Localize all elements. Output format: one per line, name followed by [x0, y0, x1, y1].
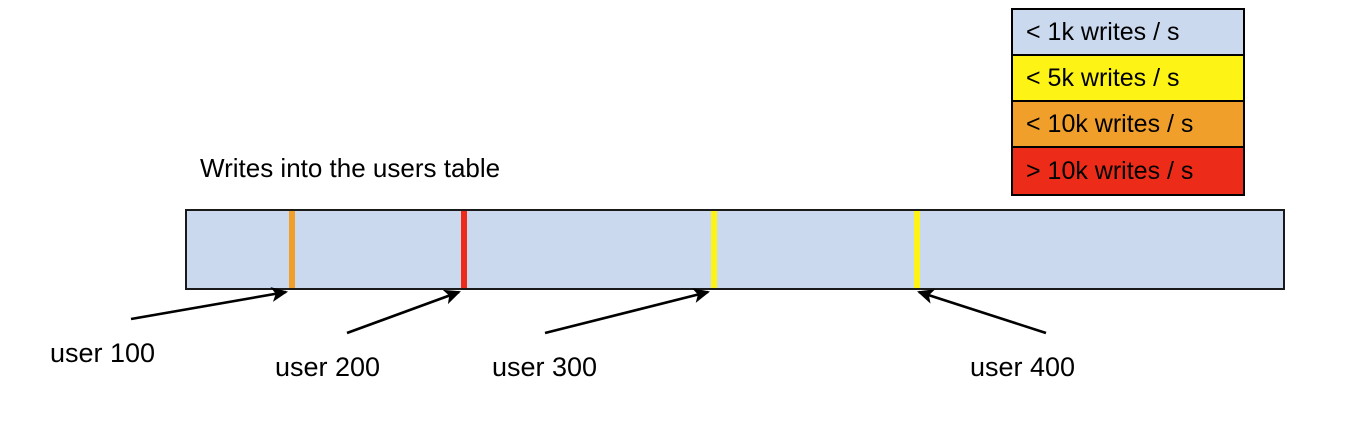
user-100-stripe — [289, 211, 295, 288]
legend-label-lt-1k: < 1k writes / s — [1026, 17, 1180, 46]
pointer-label-user-400: user 400 — [970, 352, 1076, 382]
legend-row-lt-5k: < 5k writes / s — [1013, 56, 1243, 102]
pointer-label-user-300: user 300 — [492, 352, 598, 382]
legend: < 1k writes / s < 5k writes / s < 10k wr… — [1011, 8, 1245, 196]
user-400-stripe — [914, 211, 920, 288]
legend-row-gt-10k: > 10k writes / s — [1013, 148, 1243, 194]
arrow-user-400 — [917, 289, 1047, 335]
user-200-stripe — [461, 211, 467, 288]
arrow-user-200 — [346, 289, 461, 335]
user-300-stripe — [711, 211, 717, 288]
legend-row-lt-1k: < 1k writes / s — [1013, 10, 1243, 56]
arrow-user-300 — [544, 288, 711, 335]
legend-row-lt-10k: < 10k writes / s — [1013, 102, 1243, 148]
arrow-user-100 — [130, 287, 289, 321]
legend-label-lt-10k: < 10k writes / s — [1026, 109, 1194, 138]
pointer-label-user-200: user 200 — [275, 352, 381, 382]
legend-label-lt-5k: < 5k writes / s — [1026, 63, 1180, 92]
users-table-bar — [185, 209, 1285, 290]
pointer-label-user-100: user 100 — [50, 338, 156, 368]
chart-title: Writes into the users table — [200, 153, 501, 183]
legend-label-gt-10k: > 10k writes / s — [1026, 156, 1194, 185]
